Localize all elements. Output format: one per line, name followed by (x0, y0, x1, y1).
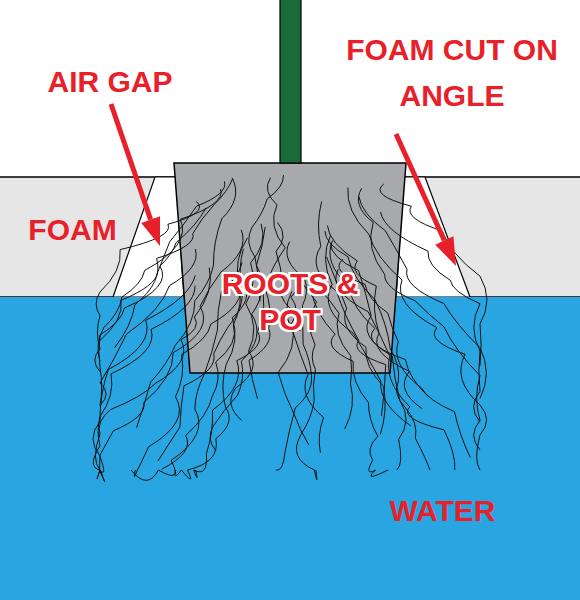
root-strand (316, 202, 386, 417)
arrow-head (435, 236, 456, 266)
region-label: ROOTS & POT (206, 266, 374, 338)
root-strand (316, 286, 353, 429)
arrow-shaft (396, 134, 444, 241)
water-region: WATER (380, 488, 505, 534)
root-strand (100, 249, 196, 405)
root-strand (100, 230, 243, 471)
root-strand (175, 281, 247, 479)
callout-box: AIR GAP (25, 60, 195, 104)
root-strand (194, 281, 264, 478)
root-strand (327, 226, 422, 409)
root-strand (381, 212, 481, 422)
plant-stem (280, 0, 301, 163)
arrow-shaft (111, 104, 151, 220)
root-strand (95, 268, 210, 477)
root-strand (93, 275, 195, 482)
air-gap-right (396, 177, 470, 297)
foam-region: FOAM (10, 200, 135, 260)
arrow-head (141, 216, 160, 246)
callout-label: FOAM CUT ON ANGLE (332, 27, 572, 120)
pot-region: ROOTS & POT (206, 262, 374, 342)
root-strand (231, 224, 263, 421)
root-strand (312, 291, 389, 477)
callout-label: AIR GAP (47, 64, 172, 100)
root-strand (359, 197, 486, 399)
callout-box: FOAM CUT ON ANGLE (332, 14, 572, 132)
region-label: FOAM (28, 212, 116, 248)
roots (93, 175, 487, 482)
root-strand (93, 286, 195, 471)
net-pot (174, 163, 406, 373)
root-strand (348, 188, 487, 470)
root-strand (100, 181, 225, 340)
region-label: WATER (389, 493, 495, 529)
root-strand (325, 231, 430, 470)
root-strand (115, 179, 233, 348)
root-strand (358, 188, 480, 450)
root-strand (325, 235, 410, 426)
